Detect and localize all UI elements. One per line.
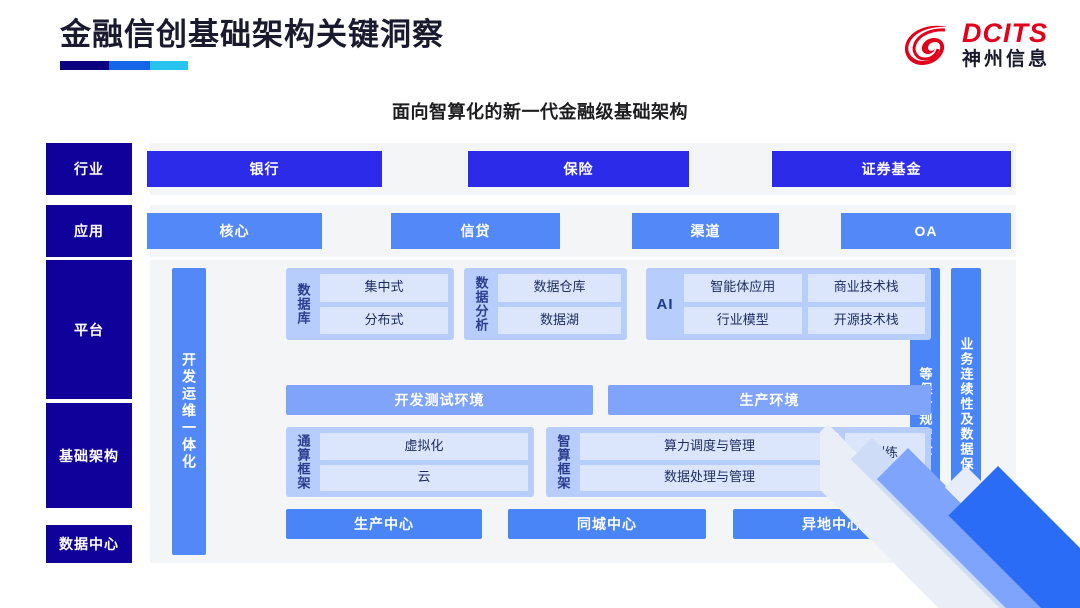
cell-opensource-stack[interactable]: 开源技术栈 (807, 306, 925, 334)
industry-item-insurance[interactable]: 保险 (468, 151, 689, 187)
architecture-diagram: 行业 应用 平台 基础架构 数据中心 银行 保险 证券基金 核心 信贷 渠道 O… (46, 143, 1016, 563)
industry-item-securities[interactable]: 证券基金 (772, 151, 1011, 187)
application-item-oa[interactable]: OA (841, 213, 1011, 249)
logo-text-cn: 神州信息 (961, 49, 1050, 70)
title-underline-accent (60, 61, 188, 71)
datacenter-remote[interactable]: 异地中心 (733, 509, 931, 539)
cell-cloud[interactable]: 云 (320, 464, 528, 491)
group-label-general-compute: 通算框架 (295, 434, 311, 490)
group-label-ai: AI (656, 295, 674, 313)
page-header: 金融信创基础架构关键洞察 (60, 17, 444, 71)
industry-item-bank[interactable]: 银行 (147, 151, 382, 187)
dcits-swirl-icon (904, 25, 947, 65)
application-item-credit[interactable]: 信贷 (391, 213, 560, 249)
layer-label-application: 应用 (46, 205, 132, 257)
application-item-channel[interactable]: 渠道 (632, 213, 779, 249)
brand-logo: DCITS 神州信息 (901, 20, 1050, 69)
group-label-data-analysis: 数据分析 (473, 276, 489, 332)
cell-virtualization[interactable]: 虚拟化 (320, 433, 528, 460)
group-label-intelligent-compute: 智算框架 (555, 434, 571, 490)
cell-distributed[interactable]: 分布式 (320, 306, 448, 334)
group-general-compute-framework: 通算框架 虚拟化 云 (286, 427, 534, 497)
group-intelligent-compute-framework: 智算框架 算力调度与管理 数据处理与管理 训练 推理 (546, 427, 931, 497)
underline-segment-cyan (149, 61, 188, 71)
bar-dev-test-environment[interactable]: 开发测试环境 (286, 385, 593, 415)
cell-data-warehouse[interactable]: 数据仓库 (498, 274, 621, 302)
layer-label-datacenter: 数据中心 (46, 525, 132, 563)
datacenter-metro[interactable]: 同城中心 (508, 509, 706, 539)
layer-label-industry: 行业 (46, 143, 132, 195)
layer-label-platform: 平台 (46, 260, 132, 399)
cell-agent-application[interactable]: 智能体应用 (684, 274, 802, 302)
cell-data-processing[interactable]: 数据处理与管理 (580, 464, 839, 491)
underline-segment-navy (60, 61, 109, 71)
application-item-core[interactable]: 核心 (147, 213, 322, 249)
cell-compute-scheduling[interactable]: 算力调度与管理 (580, 433, 839, 460)
group-ai: AI 智能体应用 行业模型 商业技术栈 开源技术栈 (646, 268, 931, 340)
underline-segment-blue (108, 61, 150, 71)
diagram-subtitle: 面向智算化的新一代金融级基础架构 (392, 102, 688, 122)
bar-production-environment[interactable]: 生产环境 (608, 385, 931, 415)
logo-text-en: DCITS (961, 18, 1048, 48)
group-data-analysis: 数据分析 数据仓库 数据湖 (464, 268, 627, 340)
layer-label-infrastructure: 基础架构 (46, 403, 132, 508)
cell-train-inference[interactable]: 训练 推理 (845, 433, 925, 491)
group-database: 数据库 集中式 分布式 (286, 268, 454, 340)
cell-industry-model[interactable]: 行业模型 (684, 306, 802, 334)
datacenter-production[interactable]: 生产中心 (286, 509, 482, 539)
cell-centralized[interactable]: 集中式 (320, 274, 448, 302)
group-label-database: 数据库 (295, 283, 311, 325)
cell-commercial-stack[interactable]: 商业技术栈 (807, 274, 925, 302)
business-continuity-bar: 业务连续性及数据保护 (951, 268, 981, 555)
cell-data-lake[interactable]: 数据湖 (498, 306, 621, 334)
devops-vertical-bar: 开发运维一体化 (172, 268, 206, 555)
page-title: 金融信创基础架构关键洞察 (60, 17, 444, 52)
